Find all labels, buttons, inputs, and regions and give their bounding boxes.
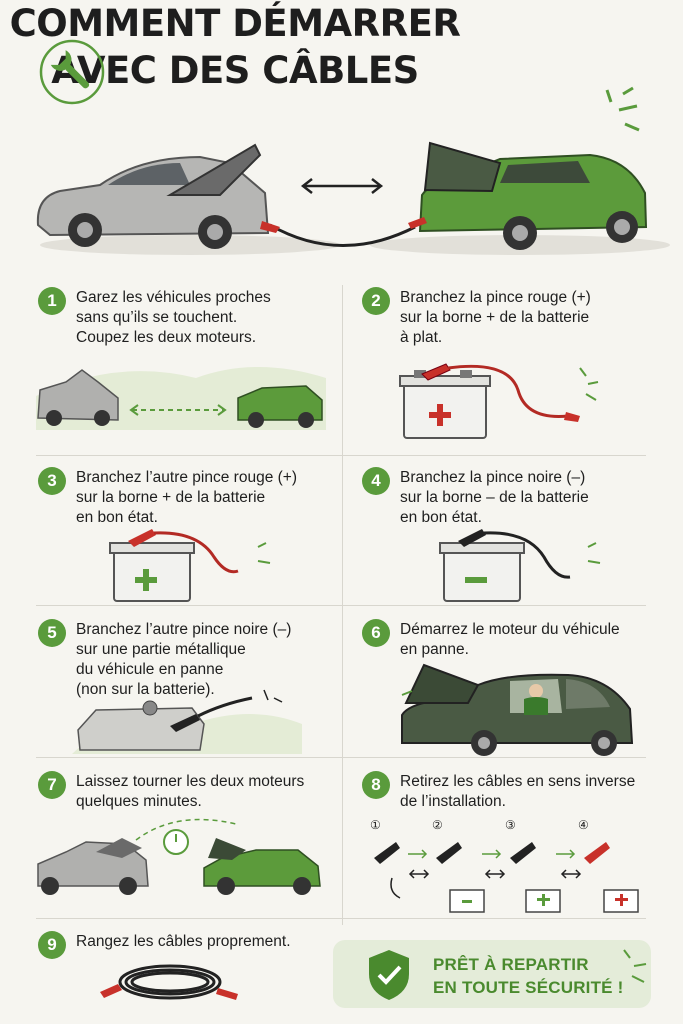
header-cars-scene: [36, 141, 670, 255]
step-number-6: 6: [362, 619, 390, 647]
step-number-1: 1: [38, 287, 66, 315]
step-text-4: Branchez la pince noire (–) sur la borne…: [400, 469, 589, 526]
double-arrow-icon: [300, 178, 384, 194]
badge-text: PRÊT À REPARTIR EN TOUTE SÉCURITÉ !: [433, 955, 624, 997]
row-divider-1: [36, 455, 646, 456]
step-4-battery-illustration: [439, 529, 601, 602]
step-7-cars-illustration: [37, 818, 321, 895]
step-2-battery-illustration: [399, 363, 599, 439]
step-5-engine-illustration: [72, 689, 302, 754]
step-number-7: 7: [38, 771, 66, 799]
coiled-cables-icon: [100, 964, 238, 1000]
wrench-icon: [39, 39, 105, 105]
removal-step-3-label: ③: [505, 818, 516, 832]
row-divider-3: [36, 757, 646, 758]
removal-step-1-label: ①: [370, 818, 381, 832]
removal-step-2-label: ②: [432, 818, 443, 832]
step-number-3: 3: [38, 467, 66, 495]
step-number-9: 9: [38, 931, 66, 959]
step-8-removal-illustration: [374, 842, 639, 913]
step-1-illustration: [36, 367, 326, 430]
step-text-9: Rangez les câbles proprement.: [76, 933, 291, 950]
title-line-1: COMMENT DÉMARRER: [9, 2, 461, 45]
step-6-car-illustration: [401, 663, 634, 756]
step-text-7: Laissez tourner les deux moteurs quelque…: [76, 773, 305, 810]
step-text-6: Démarrez le moteur du véhicule en panne.: [400, 621, 620, 658]
step-text-5: Branchez l’autre pince noire (–) sur une…: [76, 621, 292, 698]
safety-badge: PRÊT À REPARTIR EN TOUTE SÉCURITÉ !: [333, 940, 651, 1008]
step-3-battery-illustration: [109, 529, 271, 602]
removal-step-4-label: ④: [578, 818, 589, 832]
step-number-8: 8: [362, 771, 390, 799]
row-divider-2: [36, 605, 646, 606]
badge-sparkle-marks: [623, 949, 647, 983]
step-text-8: Retirez les câbles en sens inverse de l’…: [400, 773, 636, 810]
page-title: COMMENT DÉMARRER AVEC DES CÂBLES: [0, 0, 470, 94]
title-line-2: AVEC DES CÂBLES: [51, 49, 419, 92]
step-number-4: 4: [362, 467, 390, 495]
sparkle-marks: [605, 86, 640, 132]
step-text-2: Branchez la pince rouge (+) sur la borne…: [400, 289, 591, 346]
step-text-1: Garez les véhicules proches sans qu’ils …: [76, 289, 271, 346]
step-text-3: Branchez l’autre pince rouge (+) sur la …: [76, 469, 297, 526]
shield-check-icon: [369, 950, 409, 1000]
step-number-5: 5: [38, 619, 66, 647]
step-number-2: 2: [362, 287, 390, 315]
row-divider-4: [36, 918, 646, 919]
